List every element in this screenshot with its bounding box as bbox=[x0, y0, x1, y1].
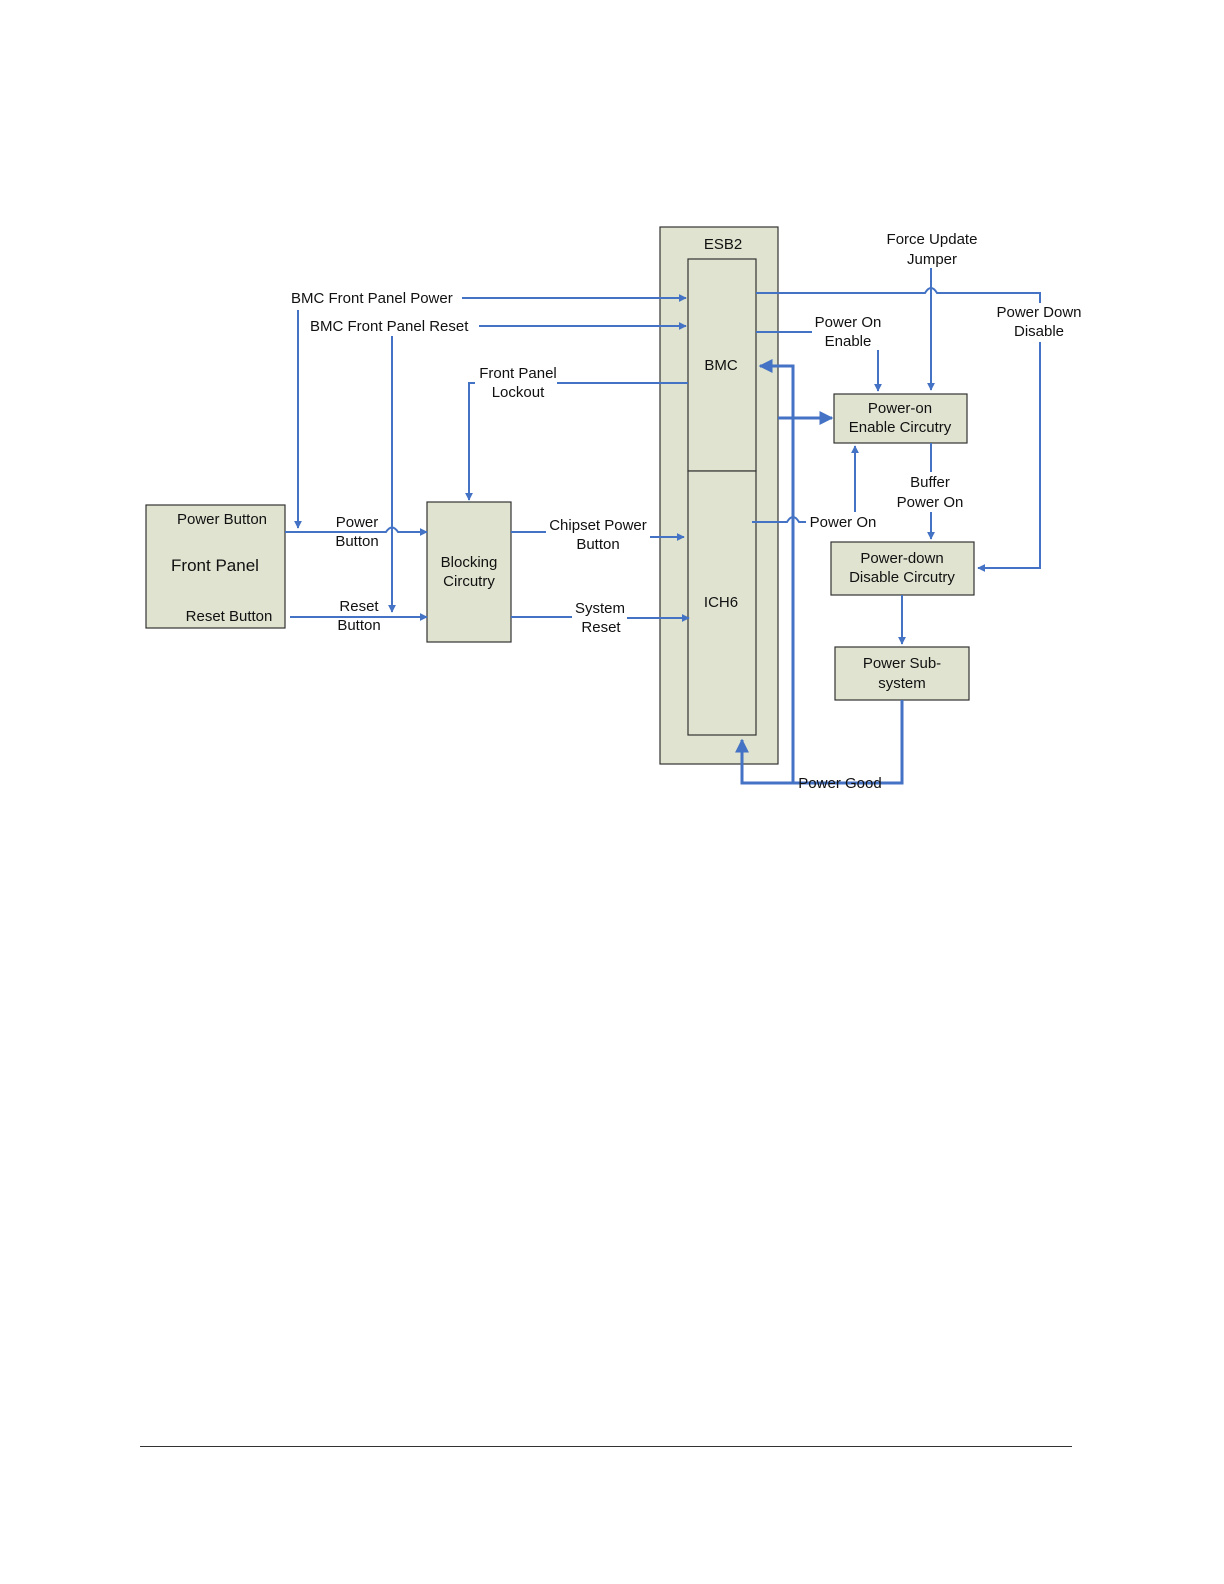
reset-button-signal-line2: Button bbox=[337, 617, 380, 634]
footer-rule bbox=[140, 1446, 1072, 1447]
front-panel-power-button-label: Power Button bbox=[177, 511, 267, 528]
power-button-wire bbox=[285, 526, 428, 536]
power-on-enable-label-line2: Enable Circutry bbox=[849, 419, 952, 436]
force-update-jumper-label-line1: Force Update bbox=[887, 231, 978, 248]
power-on-enable-label-line1: Power-on bbox=[868, 400, 932, 417]
chipset-power-button-label-line1: Chipset Power bbox=[549, 517, 647, 534]
bmc-block bbox=[687, 258, 757, 472]
power-button-signal-line2: Button bbox=[335, 533, 378, 550]
bmc-fp-reset-label: BMC Front Panel Reset bbox=[310, 318, 469, 335]
power-down-disable-block bbox=[830, 541, 975, 596]
bmc-fp-power-label: BMC Front Panel Power bbox=[291, 290, 453, 307]
blocking-circuitry-block bbox=[426, 501, 512, 643]
chipset-power-button-label-line2: Button bbox=[576, 536, 619, 553]
power-good-wire bbox=[735, 700, 904, 785]
power-down-disable-signal-line1: Power Down bbox=[996, 304, 1081, 321]
power-on-enable-block bbox=[833, 393, 968, 444]
reset-button-signal-line1: Reset bbox=[339, 598, 379, 615]
front-panel-label: Front Panel bbox=[171, 556, 259, 575]
front-panel-block bbox=[145, 504, 286, 629]
power-good-to-bmc-wire bbox=[758, 359, 795, 783]
force-update-jumper-label-line2: Jumper bbox=[907, 251, 957, 268]
power-subsystem-label-line2: system bbox=[878, 675, 926, 692]
ich6-block bbox=[687, 470, 757, 736]
fp-lockout-label-line2: Lockout bbox=[492, 384, 545, 401]
power-button-signal-line1: Power bbox=[336, 514, 379, 531]
power-good-label: Power Good bbox=[798, 775, 881, 792]
buffer-power-on-label-line2: Power On bbox=[897, 494, 964, 511]
power-down-disable-label-line1: Power-down bbox=[860, 550, 943, 567]
system-reset-label-line2: Reset bbox=[581, 619, 621, 636]
power-down-disable-wire bbox=[756, 287, 1041, 303]
esb2-label: ESB2 bbox=[704, 236, 742, 253]
system-reset-label-line1: System bbox=[575, 600, 625, 617]
power-on-enable-signal-line1: Power On bbox=[815, 314, 882, 331]
power-down-disable-signal-line2: Disable bbox=[1014, 323, 1064, 340]
bmc-label: BMC bbox=[704, 357, 738, 374]
ich6-label: ICH6 bbox=[704, 594, 738, 611]
buffer-power-on-label-line1: Buffer bbox=[910, 474, 950, 491]
blocking-label-line1: Blocking bbox=[441, 554, 498, 571]
fp-lockout-drop-wire bbox=[465, 382, 475, 501]
power-down-disable-label-line2: Disable Circutry bbox=[849, 569, 955, 586]
front-panel-reset-button-label: Reset Button bbox=[186, 608, 273, 625]
power-on-enable-signal-line2: Enable bbox=[825, 333, 872, 350]
fp-lockout-label-line1: Front Panel bbox=[479, 365, 557, 382]
power-subsystem-label-line1: Power Sub- bbox=[863, 655, 941, 672]
power-down-disable-down-wire bbox=[977, 342, 1041, 572]
power-on-label: Power On bbox=[810, 514, 877, 531]
blocking-label-line2: Circutry bbox=[443, 573, 495, 590]
